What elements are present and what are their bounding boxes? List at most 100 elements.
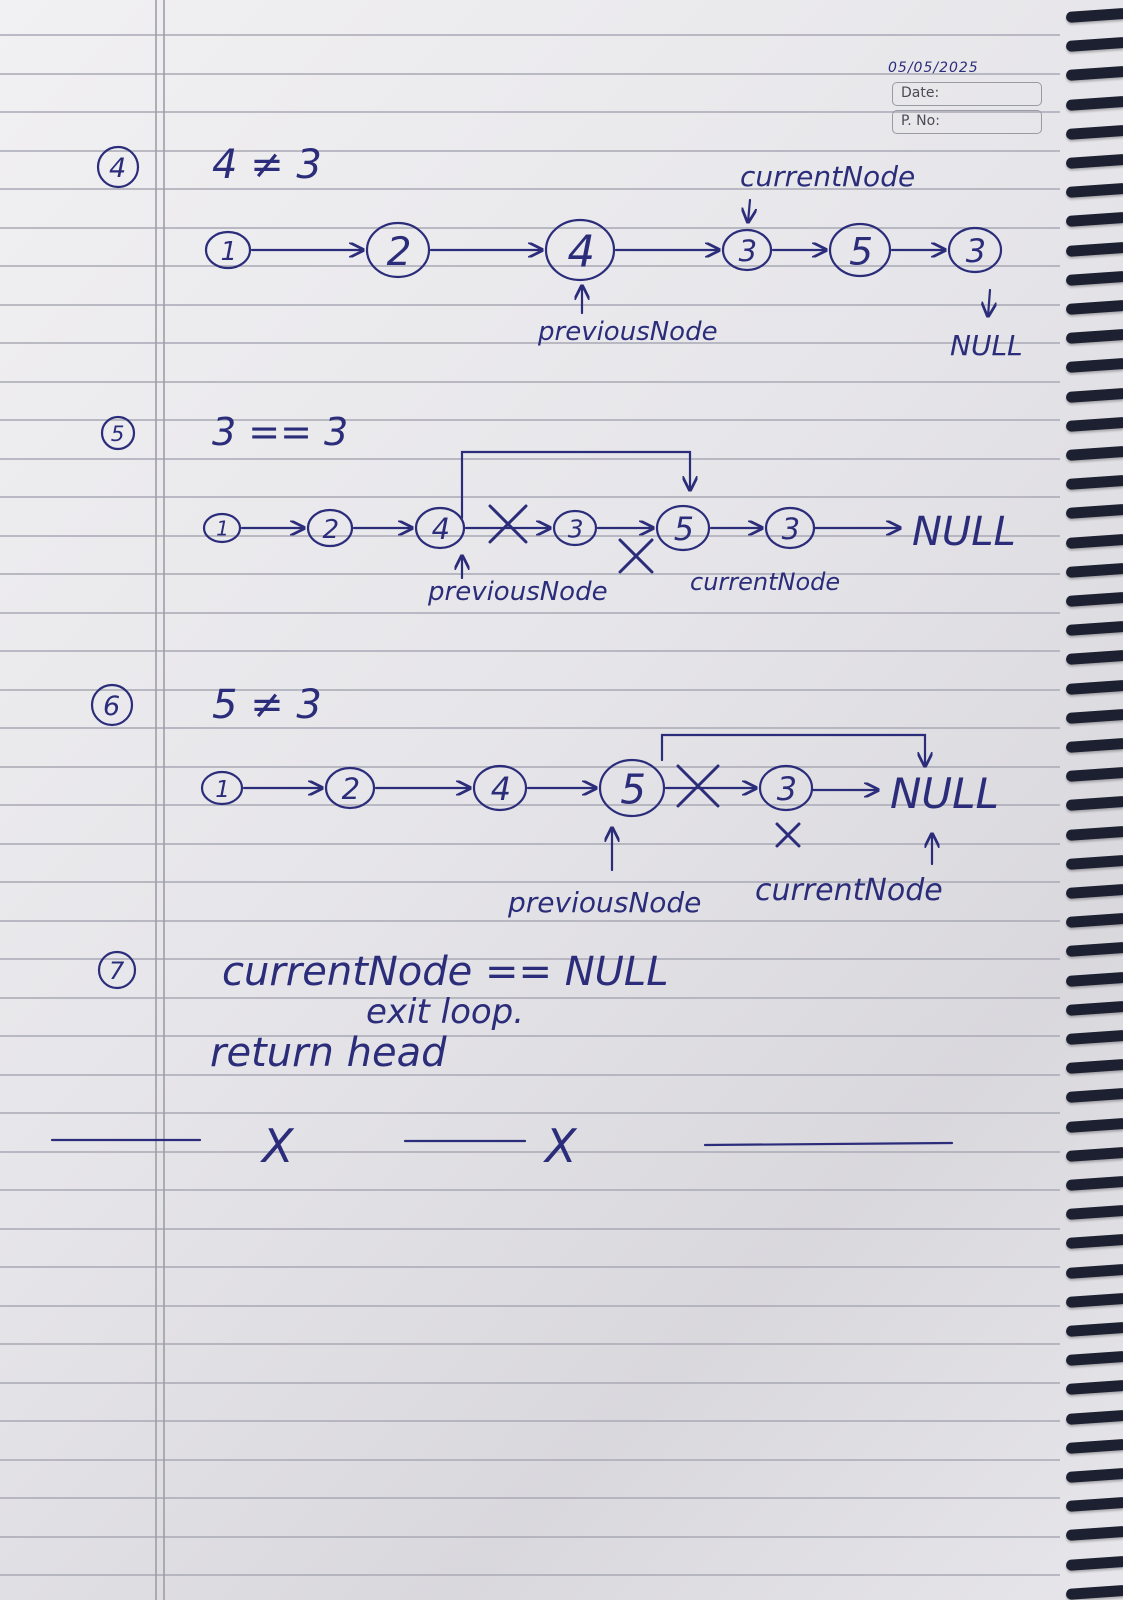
step-number-4-label: 4 <box>109 153 126 184</box>
ruled-line <box>0 650 1060 652</box>
spiral-coil <box>1065 1555 1123 1572</box>
ruled-line <box>0 573 1060 575</box>
node-step5-3 <box>552 509 598 547</box>
node-step6-0-label: 1 <box>215 776 230 803</box>
null-label-step5: NULL <box>912 509 1016 555</box>
node-step6-2 <box>472 764 528 812</box>
spiral-coil <box>1065 357 1123 374</box>
spiral-coil <box>1065 270 1123 287</box>
spiral-coil <box>1065 211 1123 228</box>
removed-node-cross-step6 <box>775 822 801 848</box>
spiral-coil <box>1065 1321 1123 1338</box>
node-step4-2-label: 4 <box>567 228 595 278</box>
condition-step6: 5 ≠ 3 <box>212 682 322 728</box>
margin-line-left <box>155 0 157 1600</box>
spiral-coil <box>1065 7 1123 24</box>
spiral-coil <box>1065 883 1123 900</box>
spiral-coil <box>1065 182 1123 199</box>
node-step4-1-label: 2 <box>387 230 412 275</box>
spiral-coil <box>1065 328 1123 345</box>
divider-dash <box>703 1141 954 1147</box>
ruled-line <box>0 1382 1060 1384</box>
current-node-label-step5: currentNode <box>690 568 840 596</box>
node-step5-2-label: 4 <box>432 512 450 546</box>
node-step6-3 <box>598 758 666 818</box>
spiral-coil <box>1065 1409 1123 1426</box>
current-node-label-step4: currentNode <box>740 160 915 193</box>
null-label-step4: NULL <box>950 329 1023 362</box>
spiral-coil <box>1065 1438 1123 1455</box>
ruled-line <box>0 1574 1060 1576</box>
node-step4-4-label: 5 <box>849 229 873 273</box>
spiral-coil <box>1065 591 1123 608</box>
ruled-line <box>0 1112 1060 1114</box>
spiral-coil <box>1065 36 1123 53</box>
spiral-coil <box>1065 445 1123 462</box>
spiral-coil <box>1065 153 1123 170</box>
node-step6-4 <box>758 764 814 812</box>
ruled-line <box>0 804 1060 806</box>
spiral-coil <box>1065 241 1123 258</box>
ruled-line <box>0 1459 1060 1461</box>
spiral-coil <box>1065 1146 1123 1163</box>
spiral-coil <box>1065 1467 1123 1484</box>
node-step5-0-label: 1 <box>216 517 229 541</box>
condition-step5: 3 == 3 <box>212 410 348 454</box>
previous-node-label-step6: previousNode <box>507 886 701 919</box>
ruled-line <box>0 419 1060 421</box>
null-label-step6: NULL <box>890 769 999 818</box>
ruled-line <box>0 1151 1060 1153</box>
spiral-coil <box>1065 795 1123 812</box>
handwritten-date: 05/05/2025 <box>888 60 979 76</box>
node-step4-2 <box>544 218 616 282</box>
ruled-line <box>0 727 1060 729</box>
spiral-coil <box>1065 1117 1123 1134</box>
node-step5-1 <box>306 508 354 548</box>
spiral-coil <box>1065 1233 1123 1250</box>
node-step4-5-label: 3 <box>966 232 986 270</box>
spiral-coil <box>1065 299 1123 316</box>
removed-link-cross-step5 <box>488 504 528 544</box>
ruled-line <box>0 1228 1060 1230</box>
step-number-7-label: 7 <box>109 956 125 985</box>
node-step5-1-label: 2 <box>322 515 339 545</box>
spiral-coil <box>1065 620 1123 637</box>
ruled-line <box>0 1536 1060 1538</box>
node-step6-2-label: 4 <box>491 770 511 808</box>
ruled-line <box>0 496 1060 498</box>
spiral-coil <box>1065 1175 1123 1192</box>
spiral-coil <box>1065 474 1123 491</box>
step-number-6-label: 6 <box>103 691 120 722</box>
ruled-line <box>0 381 1060 383</box>
spiral-coil <box>1065 708 1123 725</box>
spiral-coil <box>1065 649 1123 666</box>
node-step6-1 <box>324 766 376 810</box>
exit-loop-text: exit loop. <box>366 992 524 1032</box>
node-step4-1 <box>365 221 431 279</box>
node-step5-3-label: 3 <box>568 514 584 543</box>
spiral-coil <box>1065 1058 1123 1075</box>
ruled-line <box>0 458 1060 460</box>
spiral-coil <box>1065 1350 1123 1367</box>
current-node-label-step6: currentNode <box>755 873 943 908</box>
spiral-coil <box>1065 1087 1123 1104</box>
ruled-line <box>0 1074 1060 1076</box>
ruled-line <box>0 1305 1060 1307</box>
ruled-line <box>0 920 1060 922</box>
spiral-coil <box>1065 1496 1123 1513</box>
spiral-coil <box>1065 416 1123 433</box>
ruled-line <box>0 1343 1060 1345</box>
ruled-line <box>0 881 1060 883</box>
previous-node-label-step4: previousNode <box>537 317 718 347</box>
spiral-coil <box>1065 1204 1123 1221</box>
ruled-line <box>0 1035 1060 1037</box>
node-step4-0 <box>204 230 252 270</box>
step-number-5 <box>100 415 136 451</box>
ruled-line <box>0 958 1060 960</box>
node-step4-0-label: 1 <box>220 237 237 267</box>
ruled-line <box>0 997 1060 999</box>
spiral-coil <box>1065 1525 1123 1542</box>
ruled-line <box>0 188 1060 190</box>
ruled-line <box>0 73 1060 75</box>
ruled-line <box>0 34 1060 36</box>
